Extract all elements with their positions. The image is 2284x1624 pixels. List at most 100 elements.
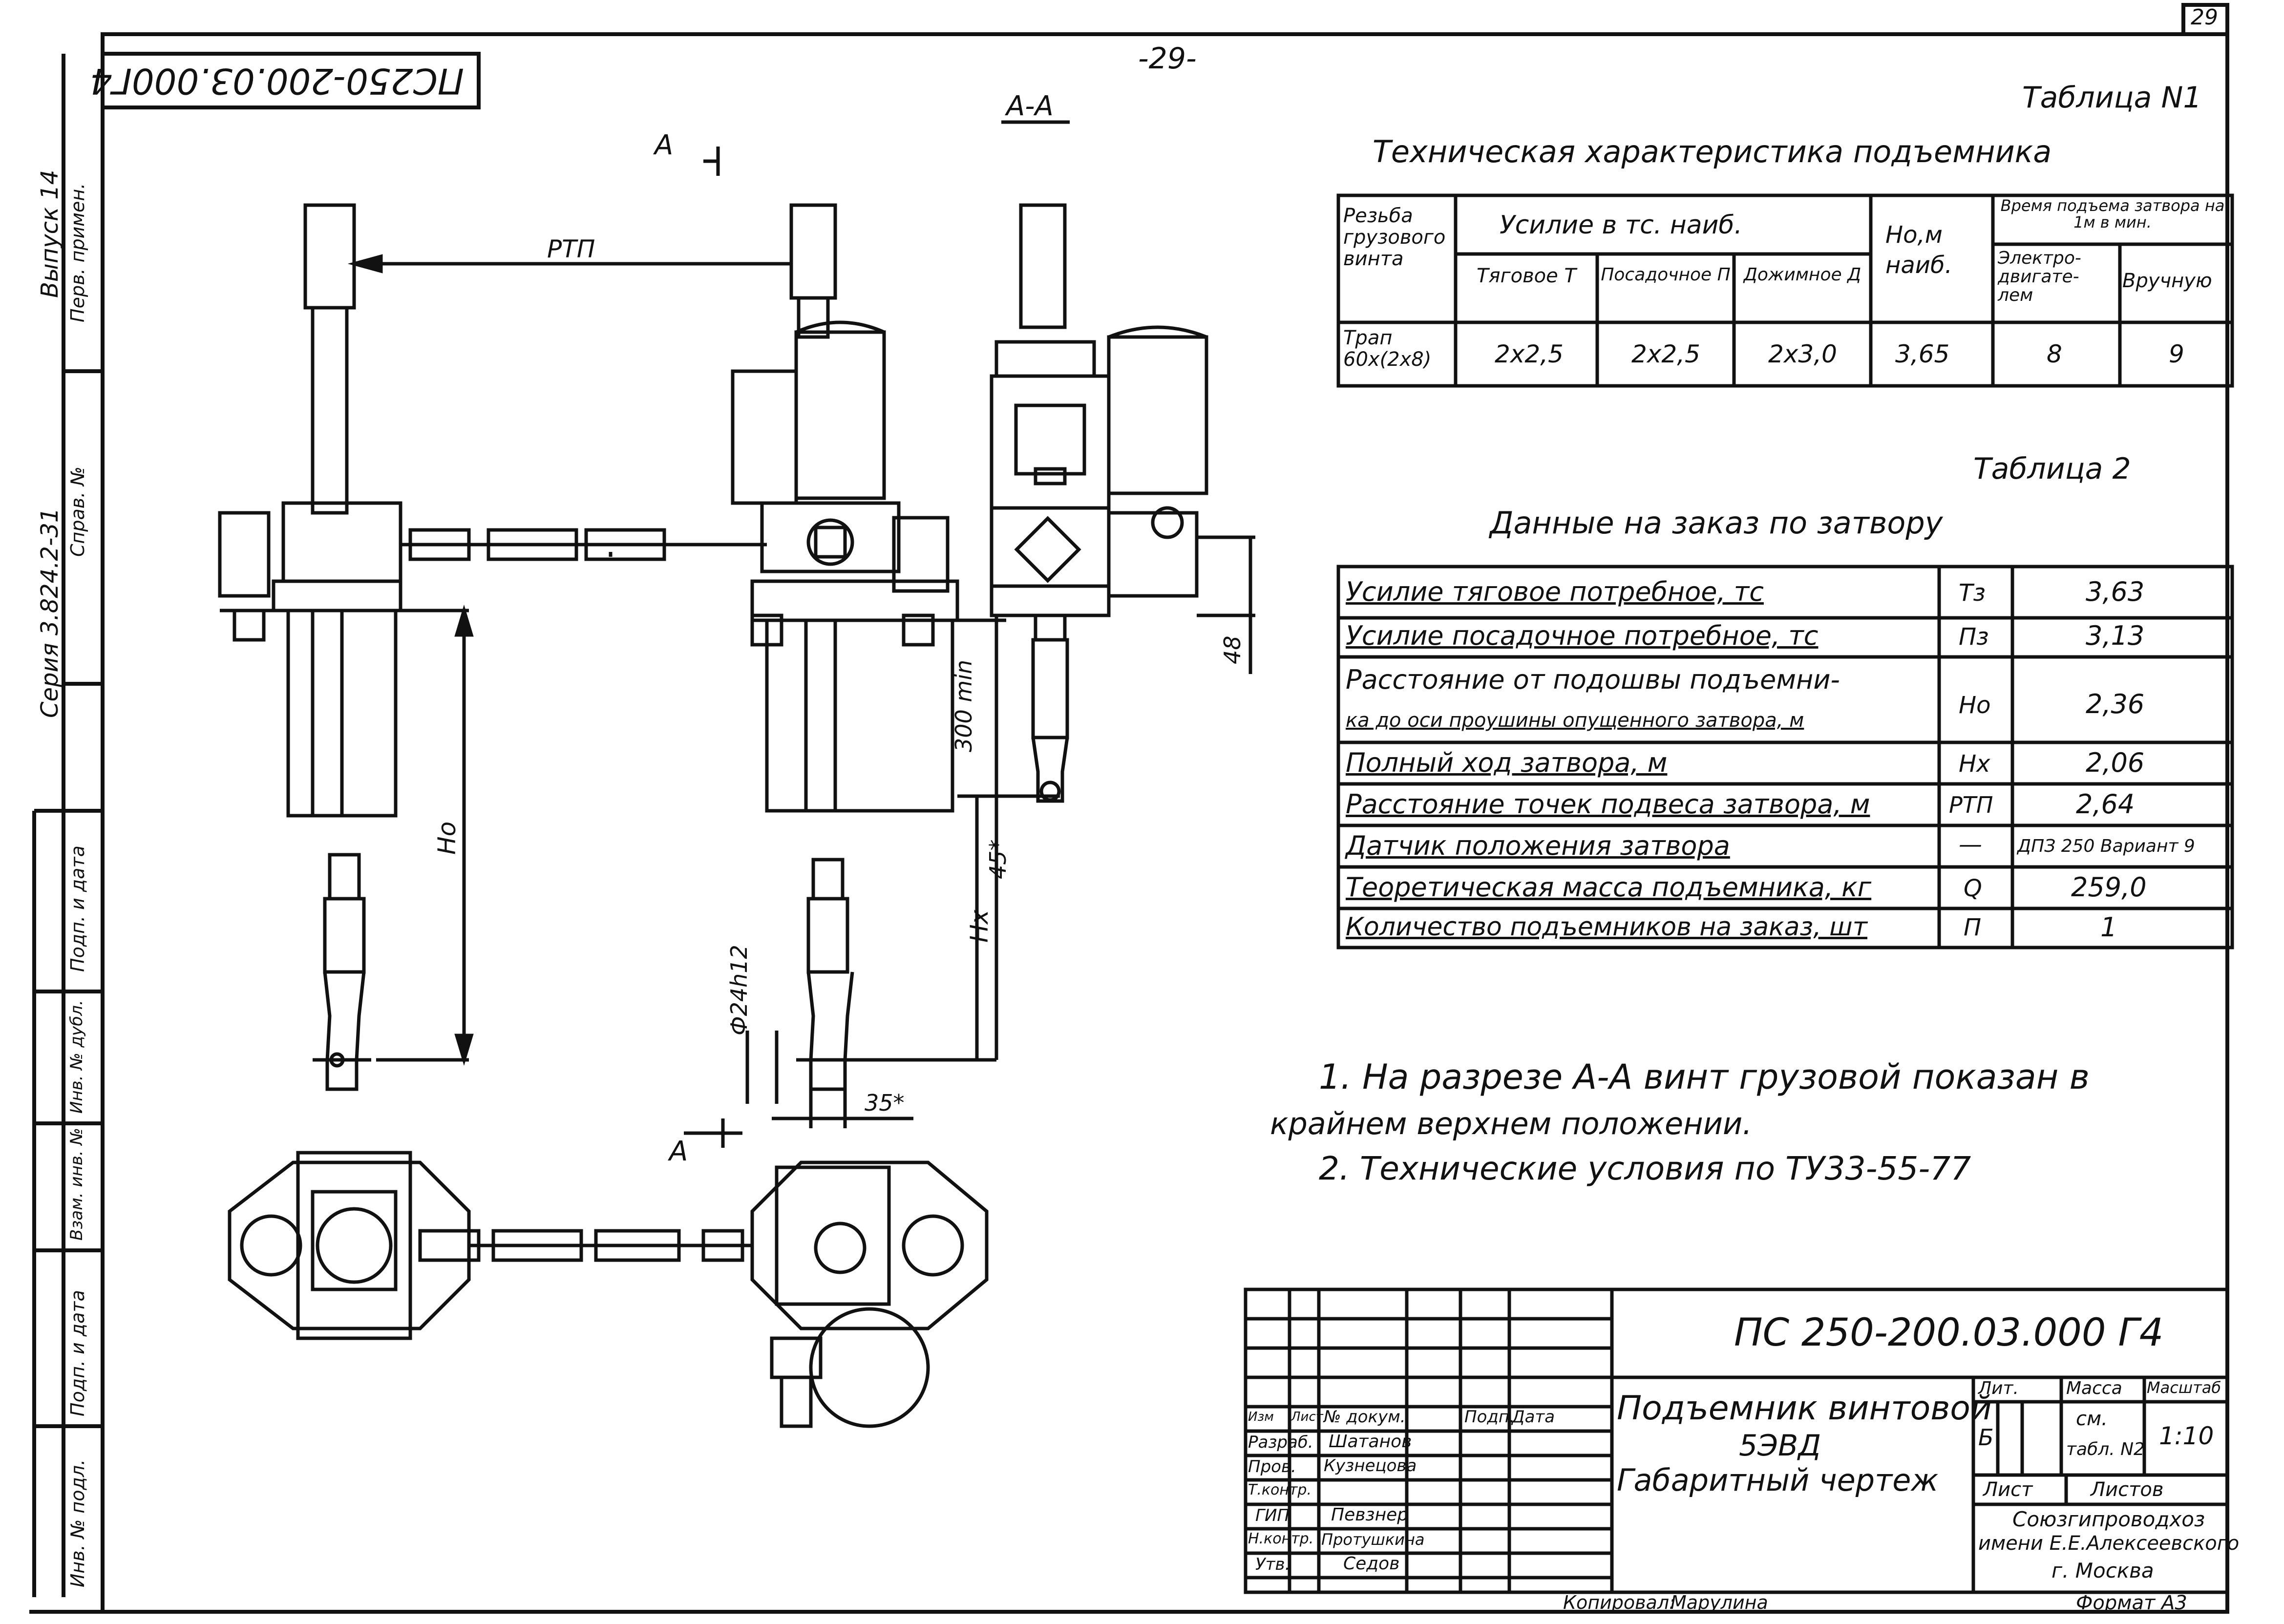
tb-scale-header: Масштаб [2147,1378,2221,1397]
tb-mass-header: Масса [2066,1378,2122,1398]
dim-45-label: 45* [985,839,1011,879]
tb-name-utv: Седов [1343,1554,1400,1574]
tb-role-gip: ГИП [1255,1506,1290,1525]
table1-h-ho: Но,м наиб. [1885,221,1952,279]
table1-h-manual: Вручную [2122,270,2212,292]
table1-h-set: Посадочное П [1601,265,1731,285]
tb-name-gip: Певзнер [1331,1505,1409,1525]
issue-label: Выпуск 14 [36,169,63,298]
tb-col-date: Дата [1512,1407,1555,1427]
table2-row-label: Датчик положения затвора [1346,830,1730,861]
ho-label: Но [433,821,461,855]
tb-designation: ПС 250-200.03.000 Г4 [1734,1311,2164,1355]
table2-row-sym: Нх [1959,750,1990,778]
table1-v-pull: 2х2,5 [1495,340,1564,368]
table2-row-sym: — [1959,831,1982,858]
table2-row-sym: П [1964,914,1982,941]
tb-role-prov: Пров. [1248,1457,1296,1476]
tb-role-utv: Утв. [1255,1555,1290,1574]
table2-row-sym: Пз [1959,623,1989,651]
table2-title: Данные на заказ по затвору [1490,505,1943,541]
tb-col-sign: Подп. [1464,1407,1515,1427]
table2-row-label: Полный ход затвора, м [1346,747,1668,778]
note-1b: крайнем верхнем положении. [1270,1106,1753,1141]
table1-v-motor: 8 [2047,340,2062,368]
signature-date-label-1: Подп. и дата [67,845,88,972]
tb-lit-header: Лит. [1978,1378,2019,1398]
tb-format: Формат А3 [2076,1592,2187,1614]
cut-mark-bottom: А [669,1136,688,1167]
tb-org-1: Союзгипроводхоз [2012,1507,2205,1531]
tb-copied-label: Копировал: [1563,1592,1675,1613]
note-2: 2. Технические условия по ТУ33-55-77 [1319,1150,1971,1187]
tb-org-3: г. Москва [2051,1559,2154,1582]
table1-h-pull: Тяговое Т [1477,265,1576,287]
table1-caption: Таблица N1 [2022,81,2202,115]
ptn-label: РТП [547,235,595,263]
table2-row-label: Теоретическая масса подъемника, кг [1346,872,1872,903]
table2-row-val: 3,63 [2086,576,2145,607]
table1-v-press: 2х3,0 [1768,340,1837,368]
inventory-original-label: Инв. № подл. [67,1459,88,1587]
table2-row-val: 2,64 [2076,789,2135,820]
table1-title: Техническая характеристика подъемника [1373,134,2052,169]
dim-300-label: 300 min [951,659,977,752]
first-use-label: Перв. примен. [67,183,88,322]
tb-lit: Б [1978,1424,1994,1451]
table2-row-label: Усилие посадочное потребное, тс [1346,620,1819,651]
tb-col-izm: Изм [1248,1410,1274,1424]
tb-name-3: Габаритный чертеж [1617,1462,1939,1498]
page-number: 29 [2191,5,2218,30]
table2-row-val: ДПЗ 250 Вариант 9 [2017,836,2195,856]
table2-row-sym: Тз [1959,579,1986,607]
tb-name-2: 5ЭВД [1739,1429,1821,1463]
table2-row-val: 259,0 [2071,872,2147,903]
table1-v-ho: 3,65 [1895,340,1950,368]
series-label: Серия 3.824.2-31 [36,507,63,718]
cut-mark-top: А [655,129,674,161]
table2-row-label: Расстояние точек подвеса затвора, м [1346,789,1870,820]
table2-caption: Таблица 2 [1973,452,2131,486]
tb-name-razrab: Шатанов [1329,1432,1412,1452]
dim-phi-label: Ф24h12 [726,945,752,1035]
table2-row-sym: Но [1959,692,1991,719]
table2-row-val: 3,13 [2086,620,2145,651]
inventory-dup-label: Инв. № дубл. [67,1000,86,1114]
reference-label: Справ. № [67,466,88,557]
note-1a: 1. На разрезе А-А винт грузовой показан … [1319,1057,2090,1097]
tb-copier-name: Марулина [1671,1592,1768,1613]
tb-sheets: Листов [2091,1478,2164,1501]
tb-col-doc: № докум. [1324,1407,1406,1427]
tb-role-nkontr: Н.контр. [1248,1530,1314,1547]
table1-v-set: 2х2,5 [1631,340,1700,368]
table2-row-val: 2,06 [2086,747,2145,778]
table2-row-val: 2,36 [2086,689,2145,719]
tb-name-nkontr: Протушкина [1321,1530,1425,1549]
tb-role-razrab: Разраб. [1248,1433,1313,1452]
table1-v-thread: Трап 60х(2х8) [1343,327,1432,371]
hx-label: Нх [965,909,994,943]
table2-row-sym: РТП [1949,792,1993,818]
tb-name-1: Подъемник винтовой [1617,1389,1992,1428]
table1-v-manual: 9 [2169,340,2184,368]
section-mark: А-А [1006,90,1054,122]
tb-sheet: Лист [1983,1478,2033,1501]
table1-h-thread: Резьба грузового винта [1343,205,1446,270]
center-page-label: -29- [1138,42,1197,76]
dim-48-label: 48 [1219,635,1246,664]
table2-row-label: Количество подъемников на заказ, шт [1346,912,1868,942]
tb-role-tkontr: Т.контр. [1248,1481,1312,1498]
tb-org-2: имени Е.Е.Алексеевского [1978,1532,2240,1555]
table1-h-time: Время подъема затвора на 1м в мин. [2000,196,2225,232]
replacement-inv-label: Взам. инв. № [67,1128,86,1241]
table2-row-label-cont: ка до оси проушины опущенного затвора, м [1346,709,1804,732]
tb-scale: 1:10 [2159,1422,2214,1450]
mirrored-designation: ПС250-200.03.000Г4 [90,61,464,102]
table2-row-label: Расстояние от подошвы подъемни- [1346,664,1840,695]
table1-h-press: Дожимное Д [1743,265,1861,285]
tb-col-list: Лист [1291,1410,1323,1424]
table1-h-motor: Электро- двигате- лем [1998,248,2081,305]
tb-mass-1: см. [2076,1408,2108,1430]
